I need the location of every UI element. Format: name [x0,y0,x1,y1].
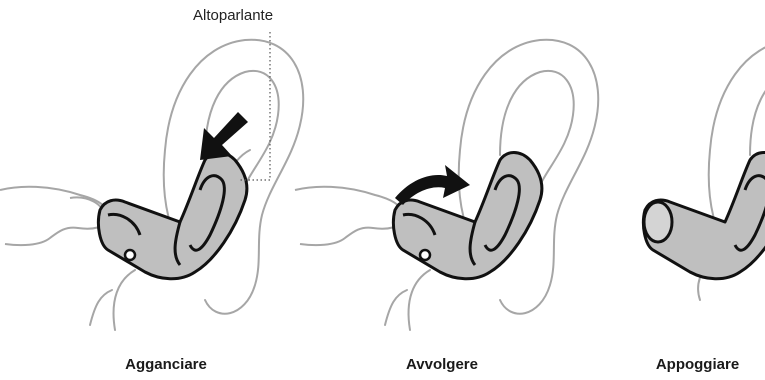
finger-outline [0,187,108,245]
earbud [98,153,247,279]
step-label-wrap: Avvolgere [372,356,512,373]
hook-arrow [200,112,248,160]
step-label-rest: Appoggiare [630,356,765,373]
finger-outline [295,187,403,245]
callout-leader [240,32,270,180]
panel-agganciare [0,32,303,330]
earbud [643,153,765,279]
speaker-callout-label: Altoparlante [193,7,273,24]
panel-avvolgere [295,40,598,330]
step-label-hook: Agganciare [96,356,236,373]
earbud [393,153,542,279]
panel-appoggiare [643,40,765,300]
